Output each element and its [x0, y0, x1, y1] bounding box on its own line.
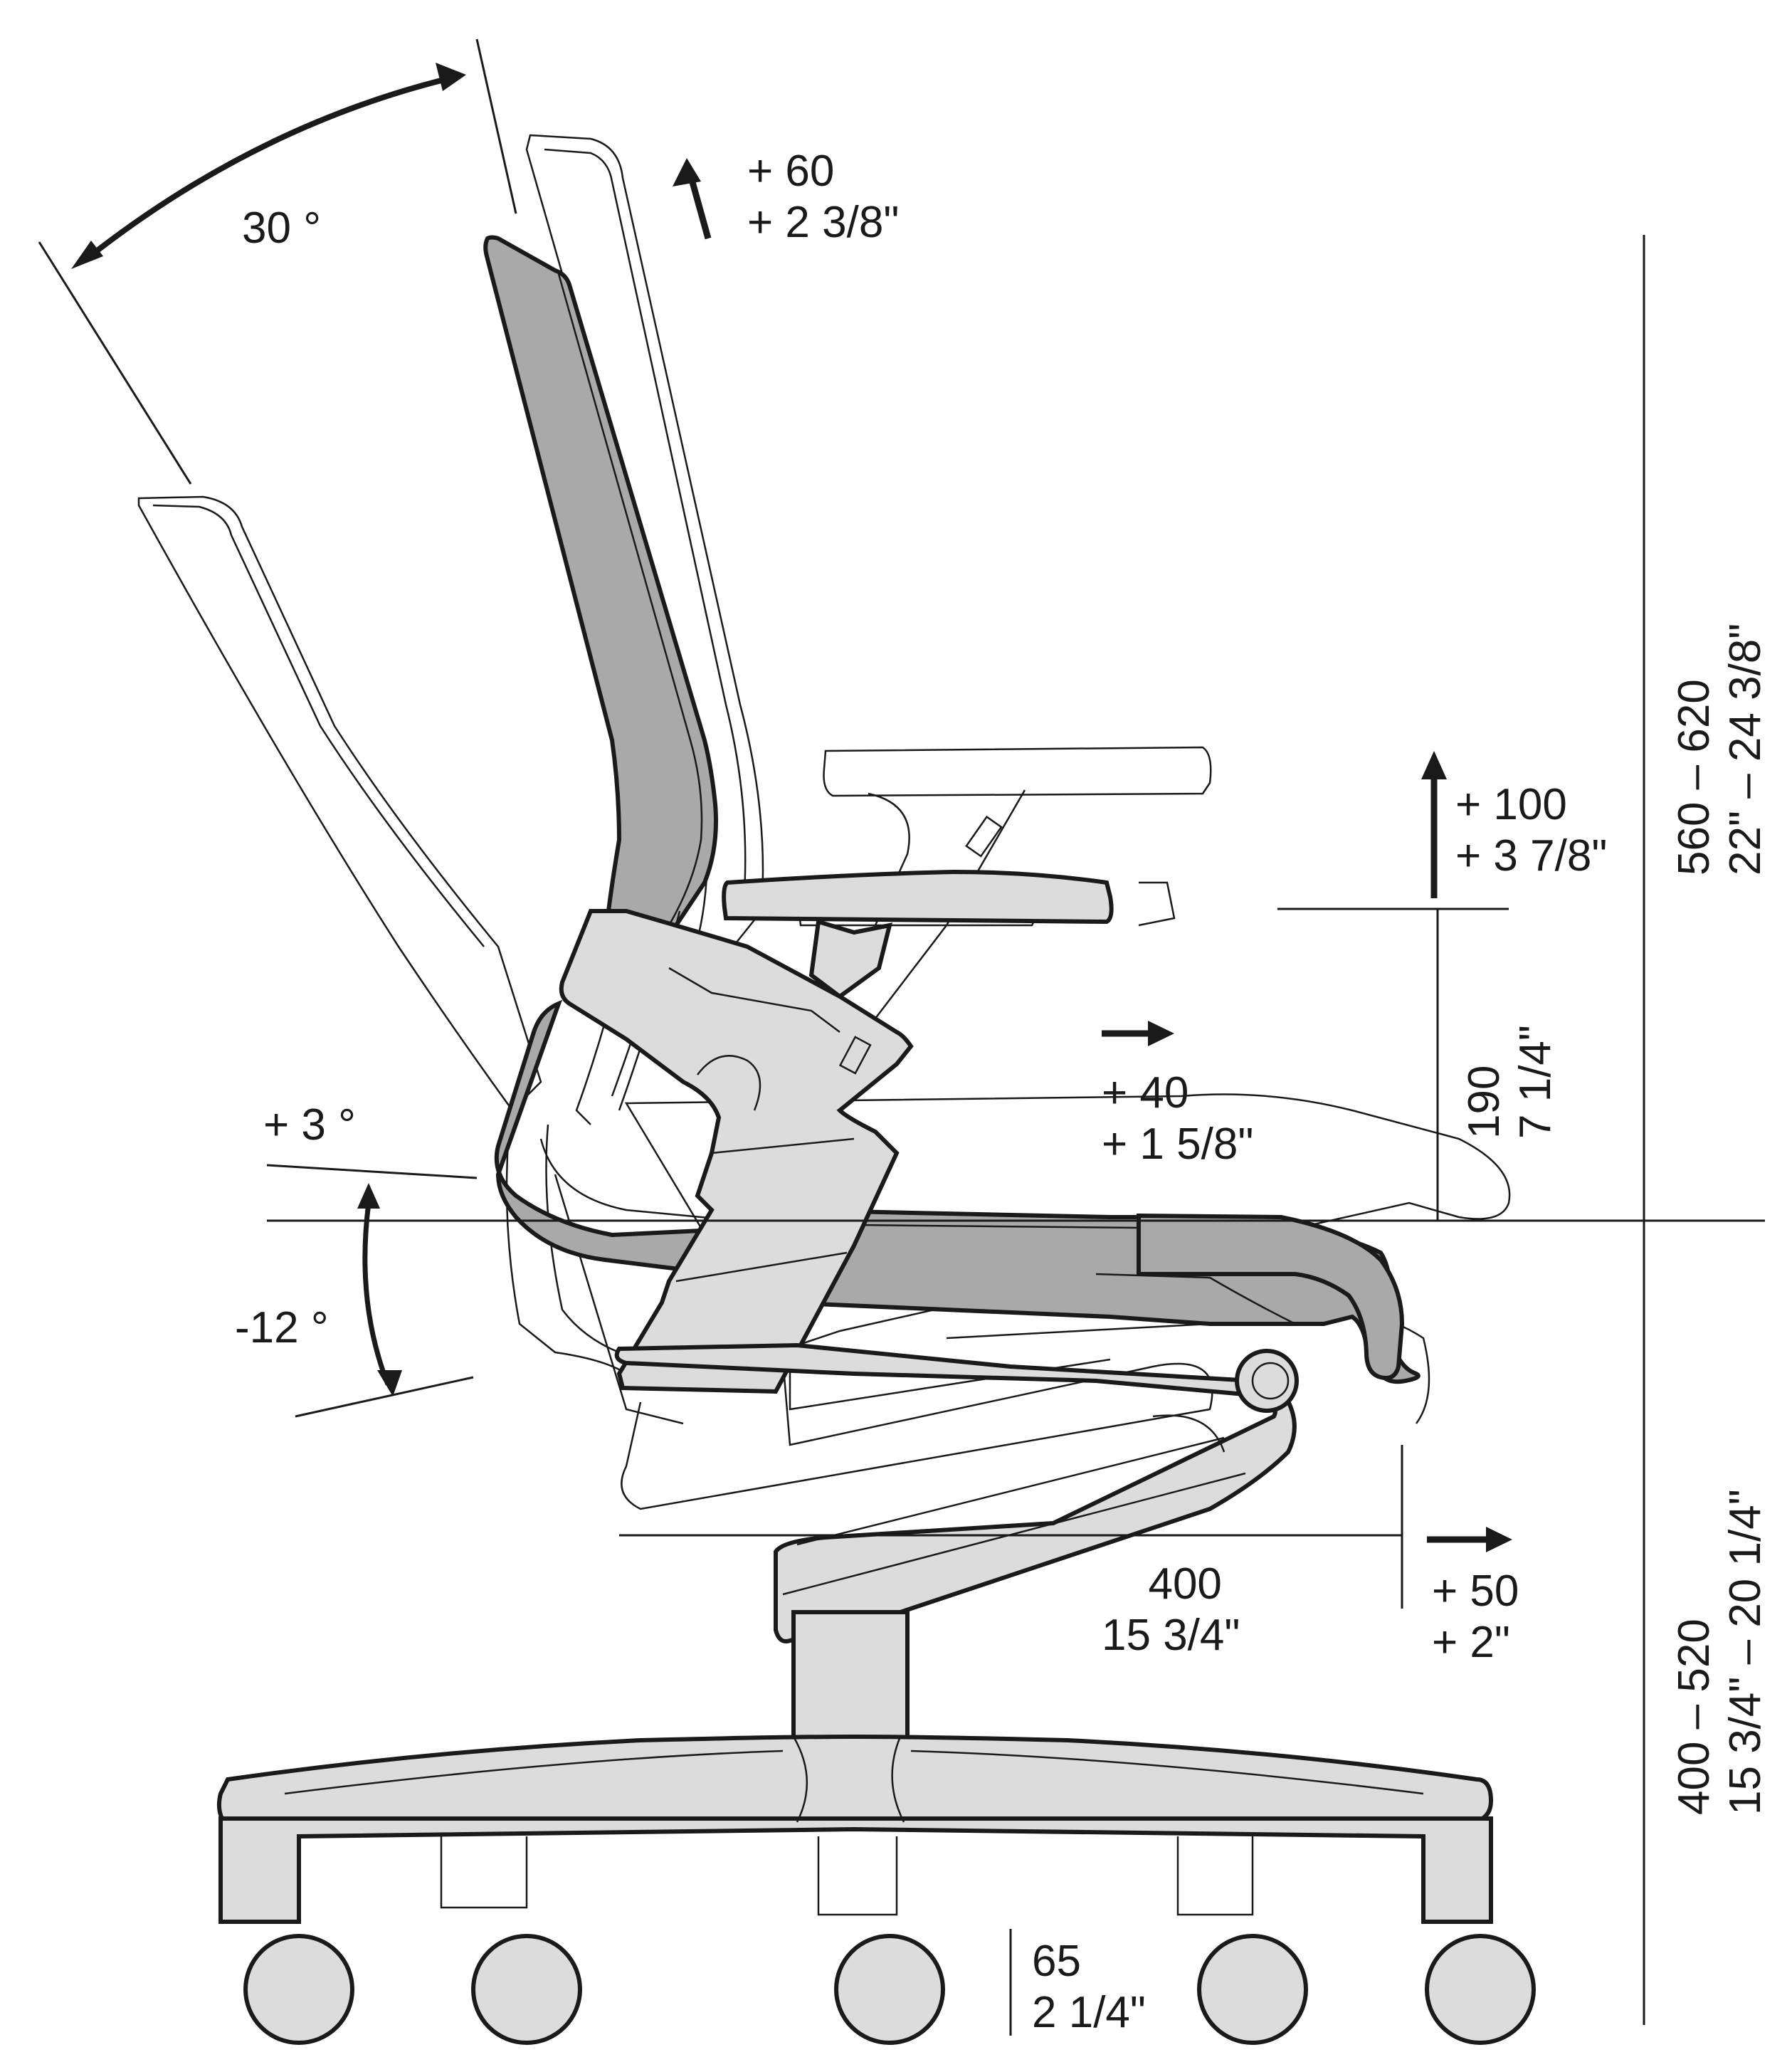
backrest-height-adjust-in: + 2 3/8" [747, 198, 900, 247]
seat-depth-in: 15 3/4" [1102, 1611, 1240, 1660]
tilt-arc-arrow [83, 74, 456, 263]
armrest [722, 869, 1114, 999]
seat-tilt-arrowhead-down [377, 1370, 402, 1396]
armrest-height-adjust-in: + 3 7/8" [1455, 831, 1608, 880]
castor-height-in: 2 1/4" [1032, 1988, 1146, 2037]
seat-depth-adjust-in: + 2" [1432, 1618, 1510, 1667]
castor-4 [1197, 1934, 1308, 2045]
seat-tilt-backward-label: -12 ° [235, 1303, 329, 1352]
backrest-bracket [559, 909, 914, 1394]
castor-5 [1425, 1934, 1536, 2045]
seat-depth-adjust-label: + 50+ 2" [1432, 1566, 1519, 1668]
castors [243, 1934, 1536, 2045]
armrest-height-in: 7 1/4" [1511, 1025, 1560, 1139]
armrest-depth-adjust-label: + 40+ 1 5/8" [1102, 1068, 1253, 1170]
back-height-arrowhead [673, 158, 701, 186]
armrest-depth-adjust-in: + 1 5/8" [1102, 1120, 1254, 1169]
castor-1 [243, 1934, 354, 2045]
tilt-arc-arrowhead-start [71, 241, 103, 269]
castor-height-mm: 65 [1032, 1937, 1081, 1986]
arm-height-arrowhead [1421, 751, 1447, 779]
castor-2 [471, 1934, 582, 2045]
seat-depth-arrowhead [1486, 1527, 1512, 1552]
backrest-height-adjust-mm: + 60 [747, 147, 835, 196]
seat-depth-adjust-mm: + 50 [1432, 1567, 1519, 1616]
seat-mechanism [614, 1342, 1299, 1643]
seat-tilt-forward-label: + 3 ° [263, 1100, 356, 1150]
seat-depth-mm: 400 [1148, 1559, 1222, 1609]
dimension-lines [38, 38, 1765, 2036]
backrest-tilt-label: 30 ° [242, 204, 321, 253]
castor-3 [834, 1934, 945, 2045]
seat-tilt-arrowhead-up [357, 1183, 380, 1209]
seat-tilt-arc [362, 1202, 391, 1386]
backrest-height-adjust-label: + 60+ 2 3/8" [747, 146, 899, 248]
backrest-height-mm: 560 – 620 [1670, 679, 1719, 875]
seat-shell [494, 999, 1421, 1384]
armrest-height-adjust-label: + 100+ 3 7/8" [1455, 779, 1607, 882]
seat-height-in: 15 3/4" – 20 1/4" [1721, 1489, 1770, 1815]
armrest-height-mm: 190 [1460, 1065, 1509, 1139]
five-star-base [216, 1734, 1494, 1924]
backrest-height-in: 22" – 24 3/8" [1721, 623, 1770, 875]
armrest-height-adjust-mm: + 100 [1455, 780, 1567, 829]
armrest-depth-adjust-mm: + 40 [1102, 1068, 1189, 1117]
adjustment-arrows [71, 63, 1512, 1552]
seat-height-mm: 400 – 520 [1670, 1619, 1719, 1815]
tilt-arc-arrowhead-end [436, 63, 466, 91]
arm-depth-arrowhead [1148, 1021, 1174, 1046]
